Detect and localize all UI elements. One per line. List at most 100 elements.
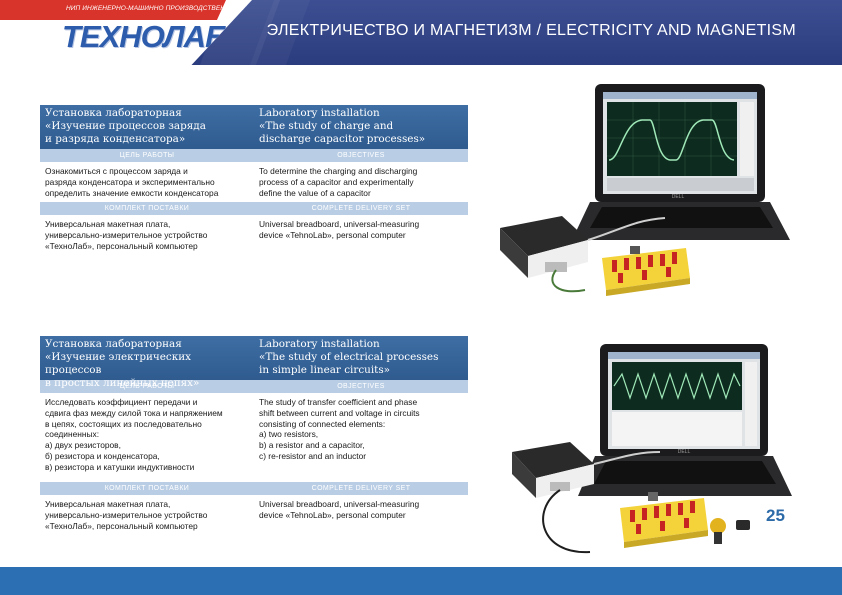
capacitor-component	[736, 520, 750, 530]
screen-panel	[612, 412, 742, 446]
section-label-en: COMPLETE DELIVERY SET	[311, 205, 411, 212]
text-line: a) two resistors,	[259, 429, 319, 440]
section-header-delivery: КОМПЛЕКТ ПОСТАВКИ COMPLETE DELIVERY SET	[40, 482, 468, 495]
text-line: device «TehnoLab», personal computer	[259, 509, 406, 520]
section-label-ru: ЦЕЛЬ РАБОТЫ	[119, 383, 175, 390]
laptop: DELL	[578, 344, 792, 496]
screen-sidebar	[745, 362, 757, 446]
objectives-en: To determine the charging and dischargin…	[254, 162, 468, 202]
screen-sidebar	[740, 102, 754, 176]
objectives-ru: Исследовать коэффициент передачи и сдвиг…	[40, 393, 254, 482]
text-line: Исследовать коэффициент передачи и	[45, 397, 198, 407]
section-header-objectives: ЦЕЛЬ РАБОТЫ OBJECTIVES	[40, 380, 468, 393]
delivery-ru: Универсальная макетная плата, универсаль…	[40, 215, 254, 255]
title-ru-line: Установка лабораторная	[45, 107, 182, 119]
laptop-keyboard	[590, 207, 773, 228]
logo-red-bar	[0, 0, 226, 20]
measuring-device	[500, 216, 588, 278]
title-ru-line: и разряда конденсатора»	[45, 133, 186, 145]
text-line: Универсальная макетная плата,	[45, 219, 171, 229]
objectives-row: Исследовать коэффициент передачи и сдвиг…	[40, 393, 468, 482]
objectives-en: The study of transfer coefficient and ph…	[254, 393, 468, 482]
device-top	[500, 216, 588, 256]
delivery-row: Универсальная макетная плата, универсаль…	[40, 495, 468, 535]
section-header-objectives: ЦЕЛЬ РАБОТЫ OBJECTIVES	[40, 149, 468, 162]
lab-setup-photo-linear-circuits: DELL	[512, 344, 792, 554]
section-label-en: COMPLETE DELIVERY SET	[311, 485, 411, 492]
text-line: shift between current and voltage in cir…	[259, 407, 420, 418]
section-label-ru: КОМПЛЕКТ ПОСТАВКИ	[104, 205, 190, 212]
title-en: Laboratory installation «The study of el…	[254, 336, 468, 380]
text-line: device «TehnoLab», personal computer	[259, 229, 406, 240]
delivery-row: Универсальная макетная плата, универсаль…	[40, 215, 468, 255]
page-footer	[0, 567, 842, 595]
delivery-en: Universal breadboard, universal-measurin…	[254, 495, 468, 535]
screen-titlebar	[603, 92, 757, 99]
device-side	[512, 452, 536, 498]
breadboard	[602, 246, 690, 296]
title-ru-line: в простых линейных цепях»	[45, 377, 200, 389]
text-line: process of a capacitor and experimentall…	[259, 176, 414, 187]
logo-text: ТЕХНОЛАБ	[62, 19, 227, 54]
resistor-component	[648, 492, 658, 501]
device-connector	[550, 482, 570, 491]
text-line: «ТехноЛаб», персональный компьютер	[45, 240, 198, 251]
section-label-en: OBJECTIVES	[337, 383, 385, 390]
title-en-line: Laboratory installation	[259, 107, 380, 119]
title-ru-line: «Изучение электрических процессов	[45, 351, 192, 376]
oscilloscope-plot	[607, 102, 737, 176]
device-front	[528, 240, 588, 278]
page-header: НИП ИНЖЕНЕРНО-МАШИННО ПРОИЗВОДСТВЕННЫЙ Ц…	[0, 0, 842, 65]
table-title-row: Установка лабораторная «Изучение процесс…	[40, 105, 468, 149]
device-side	[500, 228, 528, 278]
ac-waveform	[613, 372, 741, 400]
text-line: соединенных:	[45, 429, 100, 440]
measuring-device	[512, 442, 594, 498]
title-en-line: Laboratory installation	[259, 338, 380, 350]
laptop-brand: DELL	[672, 194, 685, 200]
title-ru-line: Установка лабораторная	[45, 338, 182, 350]
title-en-line: «The study of charge and	[259, 120, 394, 132]
device-top	[512, 442, 594, 478]
objectives-ru: Ознакомиться с процессом заряда и разряд…	[40, 162, 254, 202]
laptop-brand: DELL	[678, 449, 691, 455]
text-line: в цепях, состоящих из последовательно	[45, 418, 202, 429]
text-line: а) двух резисторов,	[45, 440, 121, 451]
signal-cable	[551, 269, 586, 293]
logo-subtitle: НИП ИНЖЕНЕРНО-МАШИННО ПРОИЗВОДСТВЕННЫЙ Ц…	[66, 5, 265, 12]
title-ru: Установка лабораторная «Изучение процесс…	[40, 105, 254, 149]
text-line: To determine the charging and dischargin…	[259, 166, 418, 176]
text-line: в) резистора и катушки индуктивности	[45, 461, 195, 472]
table-title-row: Установка лабораторная «Изучение электри…	[40, 336, 468, 389]
title-en-line: discharge capacitor processes»	[259, 133, 426, 145]
screen-toolbar	[607, 178, 754, 191]
text-line: Universal breadboard, universal-measurin…	[259, 499, 420, 509]
plot-grid	[607, 102, 737, 176]
laptop-keyboard	[594, 461, 776, 484]
info-table-linear-circuits: Установка лабораторная «Изучение электри…	[40, 336, 468, 535]
text-line: c) re-resistor and an inductor	[259, 450, 367, 461]
text-line: сдвига фаз между силой тока и напряжение…	[45, 407, 223, 418]
title-en-line: «The study of electrical processes	[259, 351, 439, 363]
text-line: б) резистора и конденсатора,	[45, 450, 160, 461]
section-label-ru: КОМПЛЕКТ ПОСТАВКИ	[104, 485, 190, 492]
text-line: разряда конденсатора и экспериментально	[45, 176, 215, 187]
breadboard-edge	[624, 530, 708, 548]
breadboard-terminals	[612, 252, 677, 283]
capacitor-component	[630, 246, 640, 254]
objectives-row: Ознакомиться с процессом заряда и разряд…	[40, 162, 468, 202]
text-line: универсально-измерительное устройство	[45, 229, 208, 240]
text-line: b) a resistor and a capacitor,	[259, 440, 365, 451]
text-line: define the value of a capacitor	[259, 187, 371, 198]
device-connector	[545, 262, 567, 272]
lab-setup-photo-charge-discharge: DELL	[500, 84, 790, 296]
charge-curve	[608, 119, 735, 161]
text-line: Ознакомиться с процессом заряда и	[45, 166, 188, 176]
section-header-delivery: КОМПЛЕКТ ПОСТАВКИ COMPLETE DELIVERY SET	[40, 202, 468, 215]
title-ru-line: «Изучение процессов заряда	[45, 120, 206, 132]
screen-titlebar	[608, 352, 760, 359]
text-line: The study of transfer coefficient and ph…	[259, 397, 418, 407]
section-label-ru: ЦЕЛЬ РАБОТЫ	[119, 152, 175, 159]
breadboard	[620, 492, 708, 548]
page-number: 25	[766, 506, 785, 525]
